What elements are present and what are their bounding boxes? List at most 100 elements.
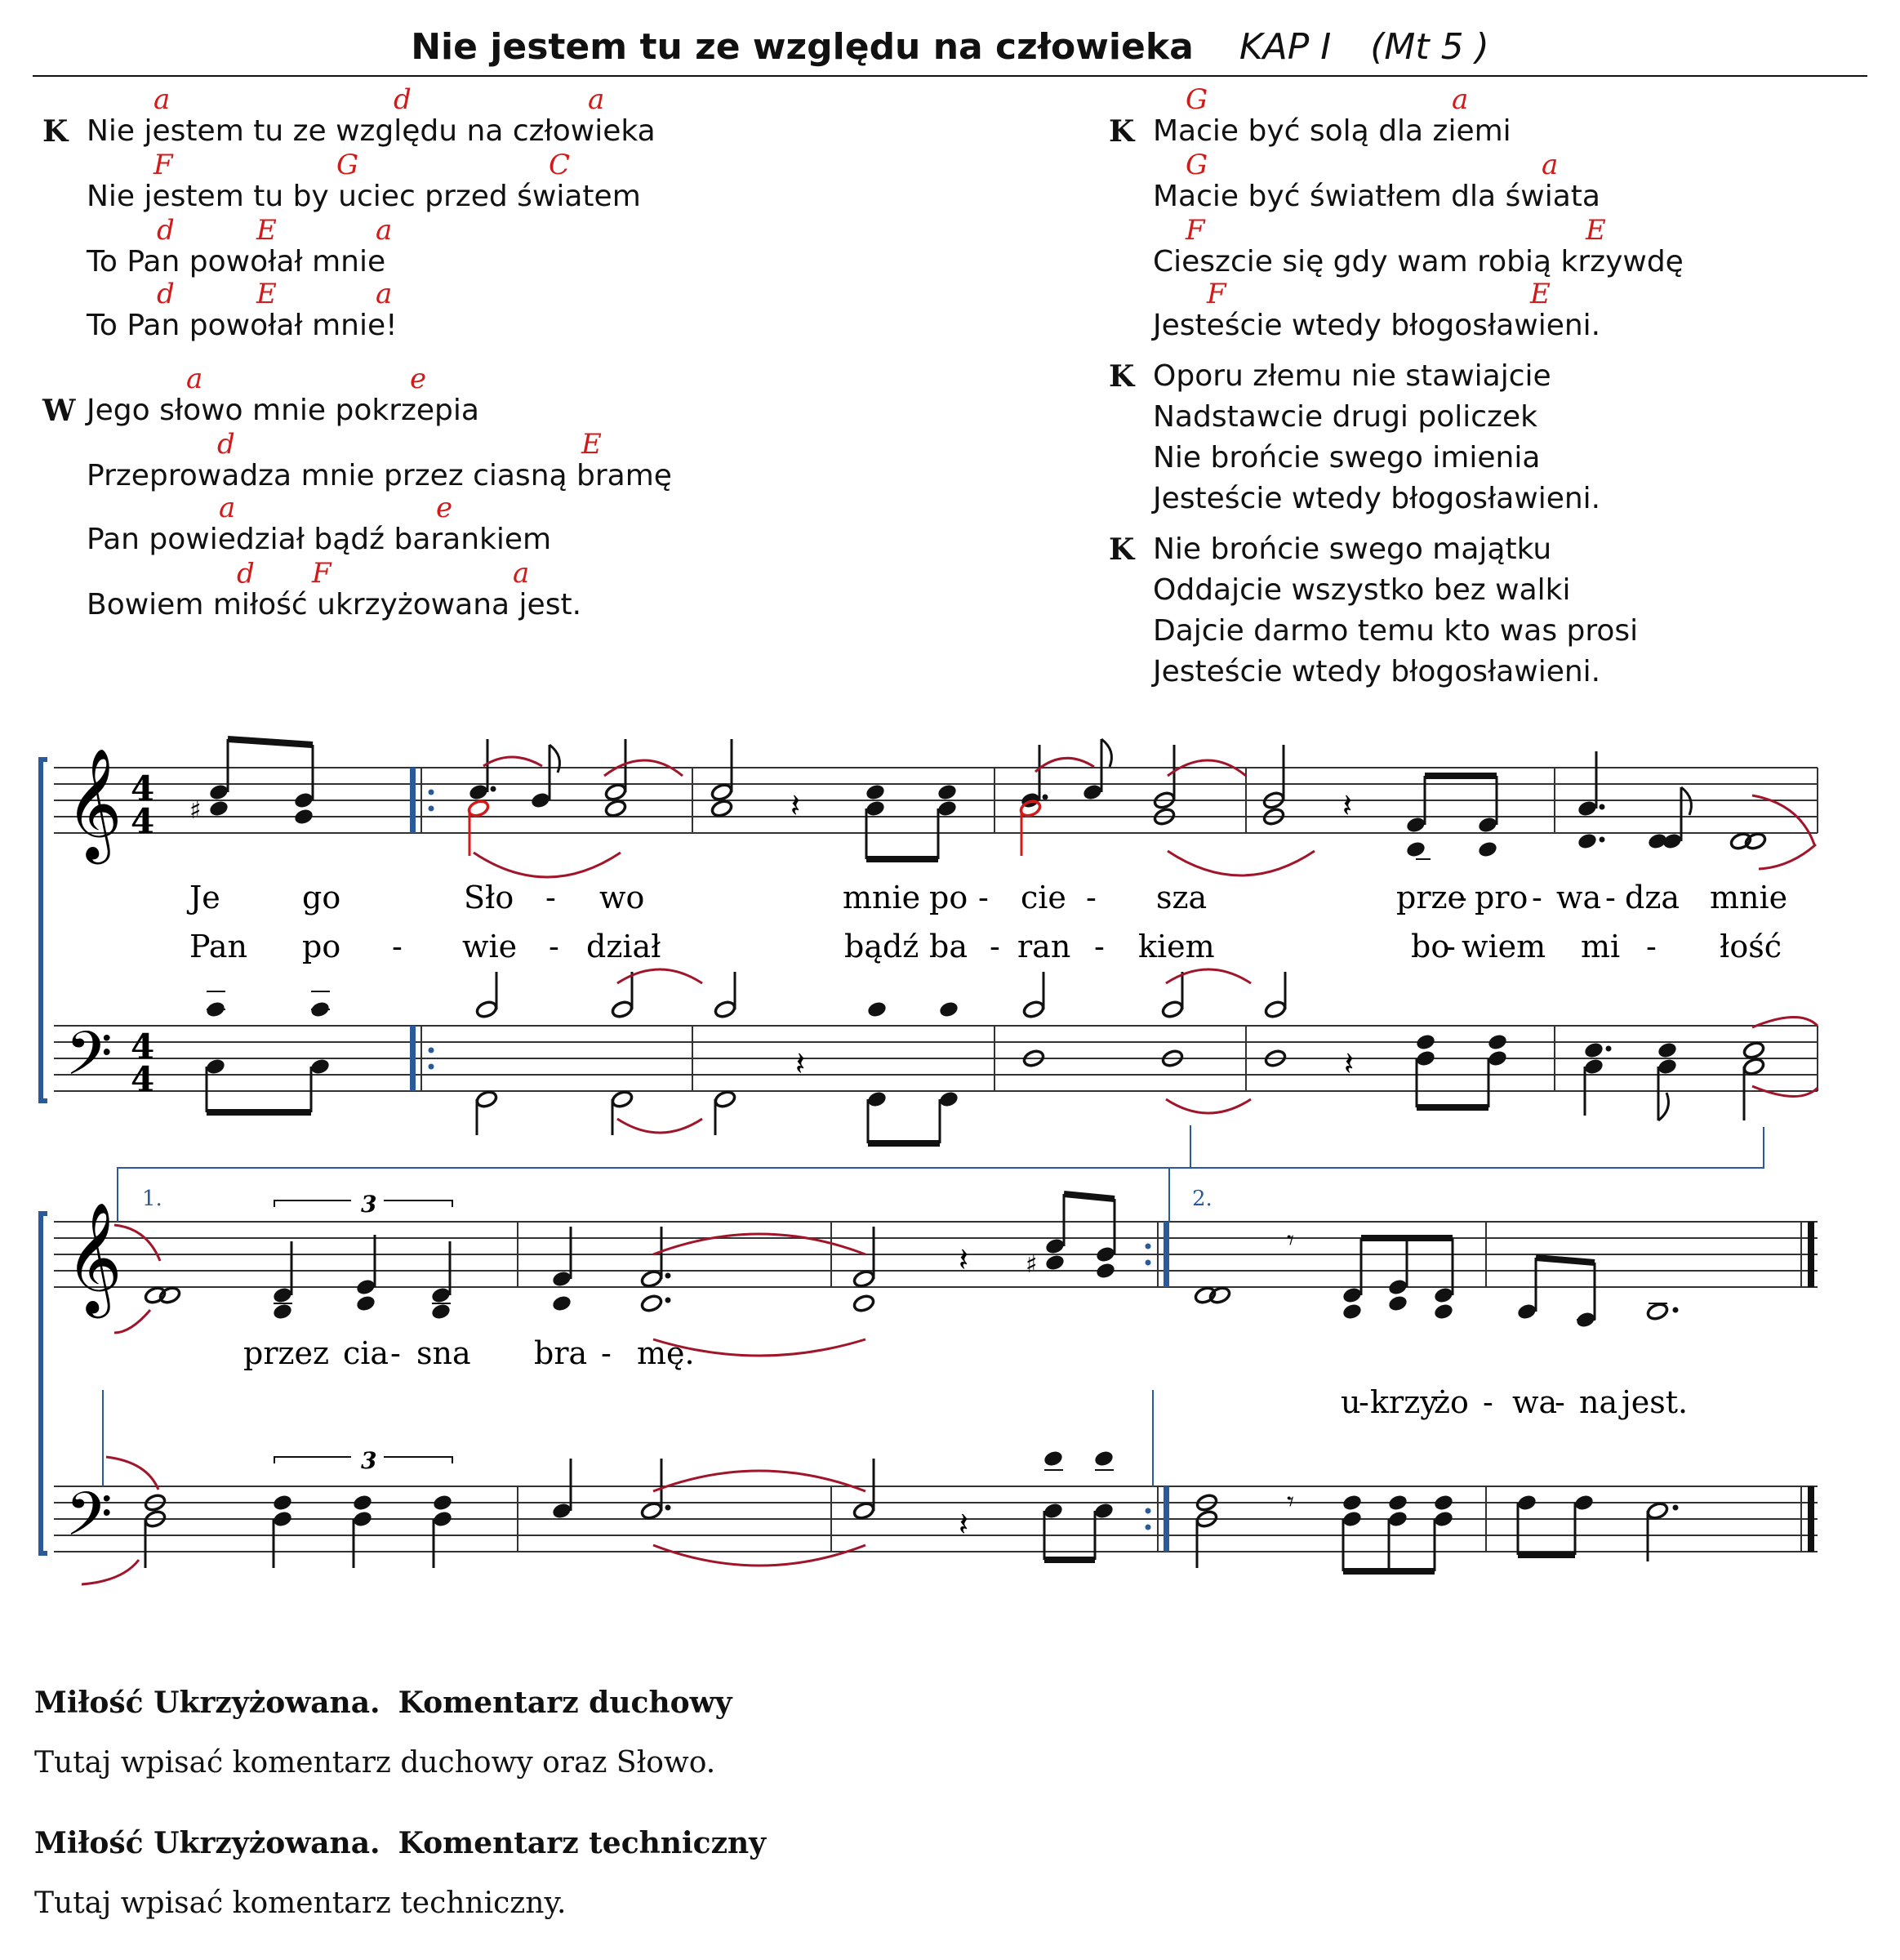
svg-text:𝄽: 𝄽 bbox=[795, 1045, 805, 1083]
comment-heading-technical: Miłość Ukrzyżowana.Komentarz techniczny bbox=[34, 1826, 766, 1860]
chord-label: F bbox=[1207, 278, 1226, 310]
lyric-line: Bowiem miłość ukrzyżowana jest. bbox=[87, 588, 582, 621]
comment-heading-part: Komentarz techniczny bbox=[398, 1826, 767, 1860]
tuplet-number: 3 bbox=[361, 1447, 376, 1474]
chord-label: F bbox=[1186, 214, 1205, 247]
lyric-line: Nie brońcie swego imienia bbox=[1153, 441, 1541, 474]
lyric-line: Jesteście wtedy błogosławieni. bbox=[1153, 309, 1601, 342]
volta-brackets bbox=[102, 1125, 1764, 1486]
system-2-lyrics-verse-2: u - krzy żo - wa - na jest. bbox=[1341, 1384, 1688, 1420]
chord-label: E bbox=[1586, 214, 1606, 247]
lyric-syllable: - bbox=[1483, 1384, 1493, 1420]
lyric-syllable: - bbox=[1086, 880, 1097, 915]
lyric-line: To Pan powołał mnie! bbox=[87, 309, 398, 342]
svg-text:𝄽: 𝄽 bbox=[1342, 787, 1352, 825]
chord-label: C bbox=[549, 149, 571, 181]
lyric-syllable: - bbox=[1605, 880, 1616, 915]
lyric-syllable: wa bbox=[1556, 880, 1601, 915]
lyric-syllable: - bbox=[978, 880, 989, 915]
svg-text:𝄾: 𝄾 bbox=[1287, 1486, 1294, 1518]
treble-clef-icon: 𝄞 bbox=[65, 746, 122, 864]
bass-clef-icon: 𝄢 bbox=[65, 1479, 113, 1565]
lyric-syllable: - bbox=[601, 1335, 612, 1371]
lyric-syllable: bądź bbox=[844, 929, 919, 964]
barlines bbox=[517, 1222, 1802, 1552]
chord-label: G bbox=[1186, 83, 1208, 116]
chord-label: d bbox=[157, 278, 175, 310]
chord-label: F bbox=[154, 149, 173, 181]
chord-label: E bbox=[1530, 278, 1551, 310]
lyric-line: Nadstawcie drugi policzek bbox=[1153, 400, 1537, 434]
header-rule bbox=[33, 75, 1867, 77]
lyric-line: Nie jestem tu ze względu na człowieka bbox=[87, 114, 656, 148]
chord-label: a bbox=[376, 214, 393, 247]
lyric-syllable: krzy bbox=[1370, 1384, 1438, 1420]
lyric-syllable: prze bbox=[1396, 880, 1466, 915]
chord-label: e bbox=[410, 363, 427, 395]
lyric-syllable: cia bbox=[343, 1335, 389, 1371]
song-title-line: Nie jestem tu ze względu na człowieka KAP… bbox=[33, 26, 1867, 68]
chord-label: d bbox=[217, 428, 235, 461]
lyric-syllable: mnie bbox=[843, 880, 920, 915]
chord-label: G bbox=[336, 149, 359, 181]
kap-label: KAP I bbox=[1239, 26, 1332, 68]
lyric-syllable: Pan bbox=[189, 929, 247, 964]
song-title: Nie jestem tu ze względu na człowieka bbox=[411, 26, 1194, 68]
lyric-line: Oporu złemu nie stawiajcie bbox=[1153, 359, 1551, 393]
lyric-syllable: Sło bbox=[464, 880, 514, 915]
system-1-lyrics-verse-1: Je go Sło - wo mnie po - cie - sza prze … bbox=[186, 880, 1787, 915]
chord-label: d bbox=[394, 83, 412, 116]
chord-label: a bbox=[1452, 83, 1469, 116]
volta-1-label: 1. bbox=[142, 1187, 162, 1211]
slurs bbox=[473, 755, 1817, 879]
lyric-syllable: wie bbox=[462, 929, 517, 964]
lyric-syllable: - bbox=[549, 929, 559, 964]
treble-staff bbox=[54, 767, 1818, 834]
chord-label: a bbox=[154, 83, 171, 116]
chord-label: F bbox=[312, 557, 331, 590]
chord-label: E bbox=[256, 214, 277, 247]
stanza-marker: K bbox=[42, 114, 69, 149]
lyric-syllable: przez bbox=[243, 1335, 329, 1371]
lyric-syllable: dza bbox=[1625, 880, 1680, 915]
treble-clef-icon: 𝄞 bbox=[65, 1200, 122, 1318]
lyric-line: Nie brońcie swego majątku bbox=[1153, 532, 1552, 566]
tuplet-brackets bbox=[274, 1200, 453, 1463]
bass-clef-icon: 𝄢 bbox=[65, 1018, 113, 1104]
svg-text:𝄾: 𝄾 bbox=[1287, 1224, 1294, 1257]
lyric-line: Jesteście wtedy błogosławieni. bbox=[1153, 482, 1601, 515]
lyric-syllable: - bbox=[1457, 880, 1467, 915]
lyric-line: Jesteście wtedy błogosławieni. bbox=[1153, 655, 1601, 688]
lyric-syllable: u bbox=[1341, 1384, 1360, 1420]
lyric-syllable: jest. bbox=[1618, 1384, 1688, 1420]
lyric-syllable: - bbox=[1094, 929, 1105, 964]
svg-text:♯: ♯ bbox=[1026, 1250, 1038, 1279]
lyric-syllable: - bbox=[392, 929, 403, 964]
lyric-syllable: cie bbox=[1021, 880, 1066, 915]
repeat-start-barline bbox=[410, 768, 434, 1091]
lyric-syllable: sna bbox=[416, 1335, 471, 1371]
lyric-line: To Pan powołał mnie bbox=[87, 245, 386, 278]
comment-heading-part: Komentarz duchowy bbox=[398, 1686, 732, 1720]
lyric-line: Macie być solą dla ziemi bbox=[1153, 114, 1511, 148]
comment-heading-part: Miłość Ukrzyżowana. bbox=[34, 1686, 380, 1720]
lyric-syllable: mnie bbox=[1710, 880, 1787, 915]
lyric-syllable: łość bbox=[1720, 929, 1782, 964]
lyric-syllable: żo bbox=[1434, 1384, 1469, 1420]
volta-2-label: 2. bbox=[1192, 1187, 1213, 1211]
lyric-line: Pan powiedział bądź barankiem bbox=[87, 523, 552, 556]
time-signature-bottom: 4 bbox=[131, 801, 154, 841]
bass-staff bbox=[54, 1486, 1818, 1552]
svg-text:𝄽: 𝄽 bbox=[790, 787, 800, 825]
chord-label: G bbox=[1186, 149, 1208, 181]
lyric-syllable: po bbox=[929, 880, 968, 915]
system-bracket bbox=[38, 1211, 47, 1556]
final-barline bbox=[1808, 1222, 1814, 1552]
system-1-lyrics-verse-2: Pan po - wie - dział bądź ba - ran - kie… bbox=[189, 929, 1782, 964]
treble-notes: ♯ 𝄽 bbox=[189, 736, 1769, 862]
bass-notes: 𝄽 𝄾 bbox=[142, 1449, 1679, 1575]
lyric-syllable: - bbox=[1646, 929, 1657, 964]
svg-text:𝄽: 𝄽 bbox=[1344, 1045, 1354, 1083]
lyric-syllable: - bbox=[1555, 1384, 1565, 1420]
repeat-end-barline bbox=[1145, 1222, 1169, 1552]
